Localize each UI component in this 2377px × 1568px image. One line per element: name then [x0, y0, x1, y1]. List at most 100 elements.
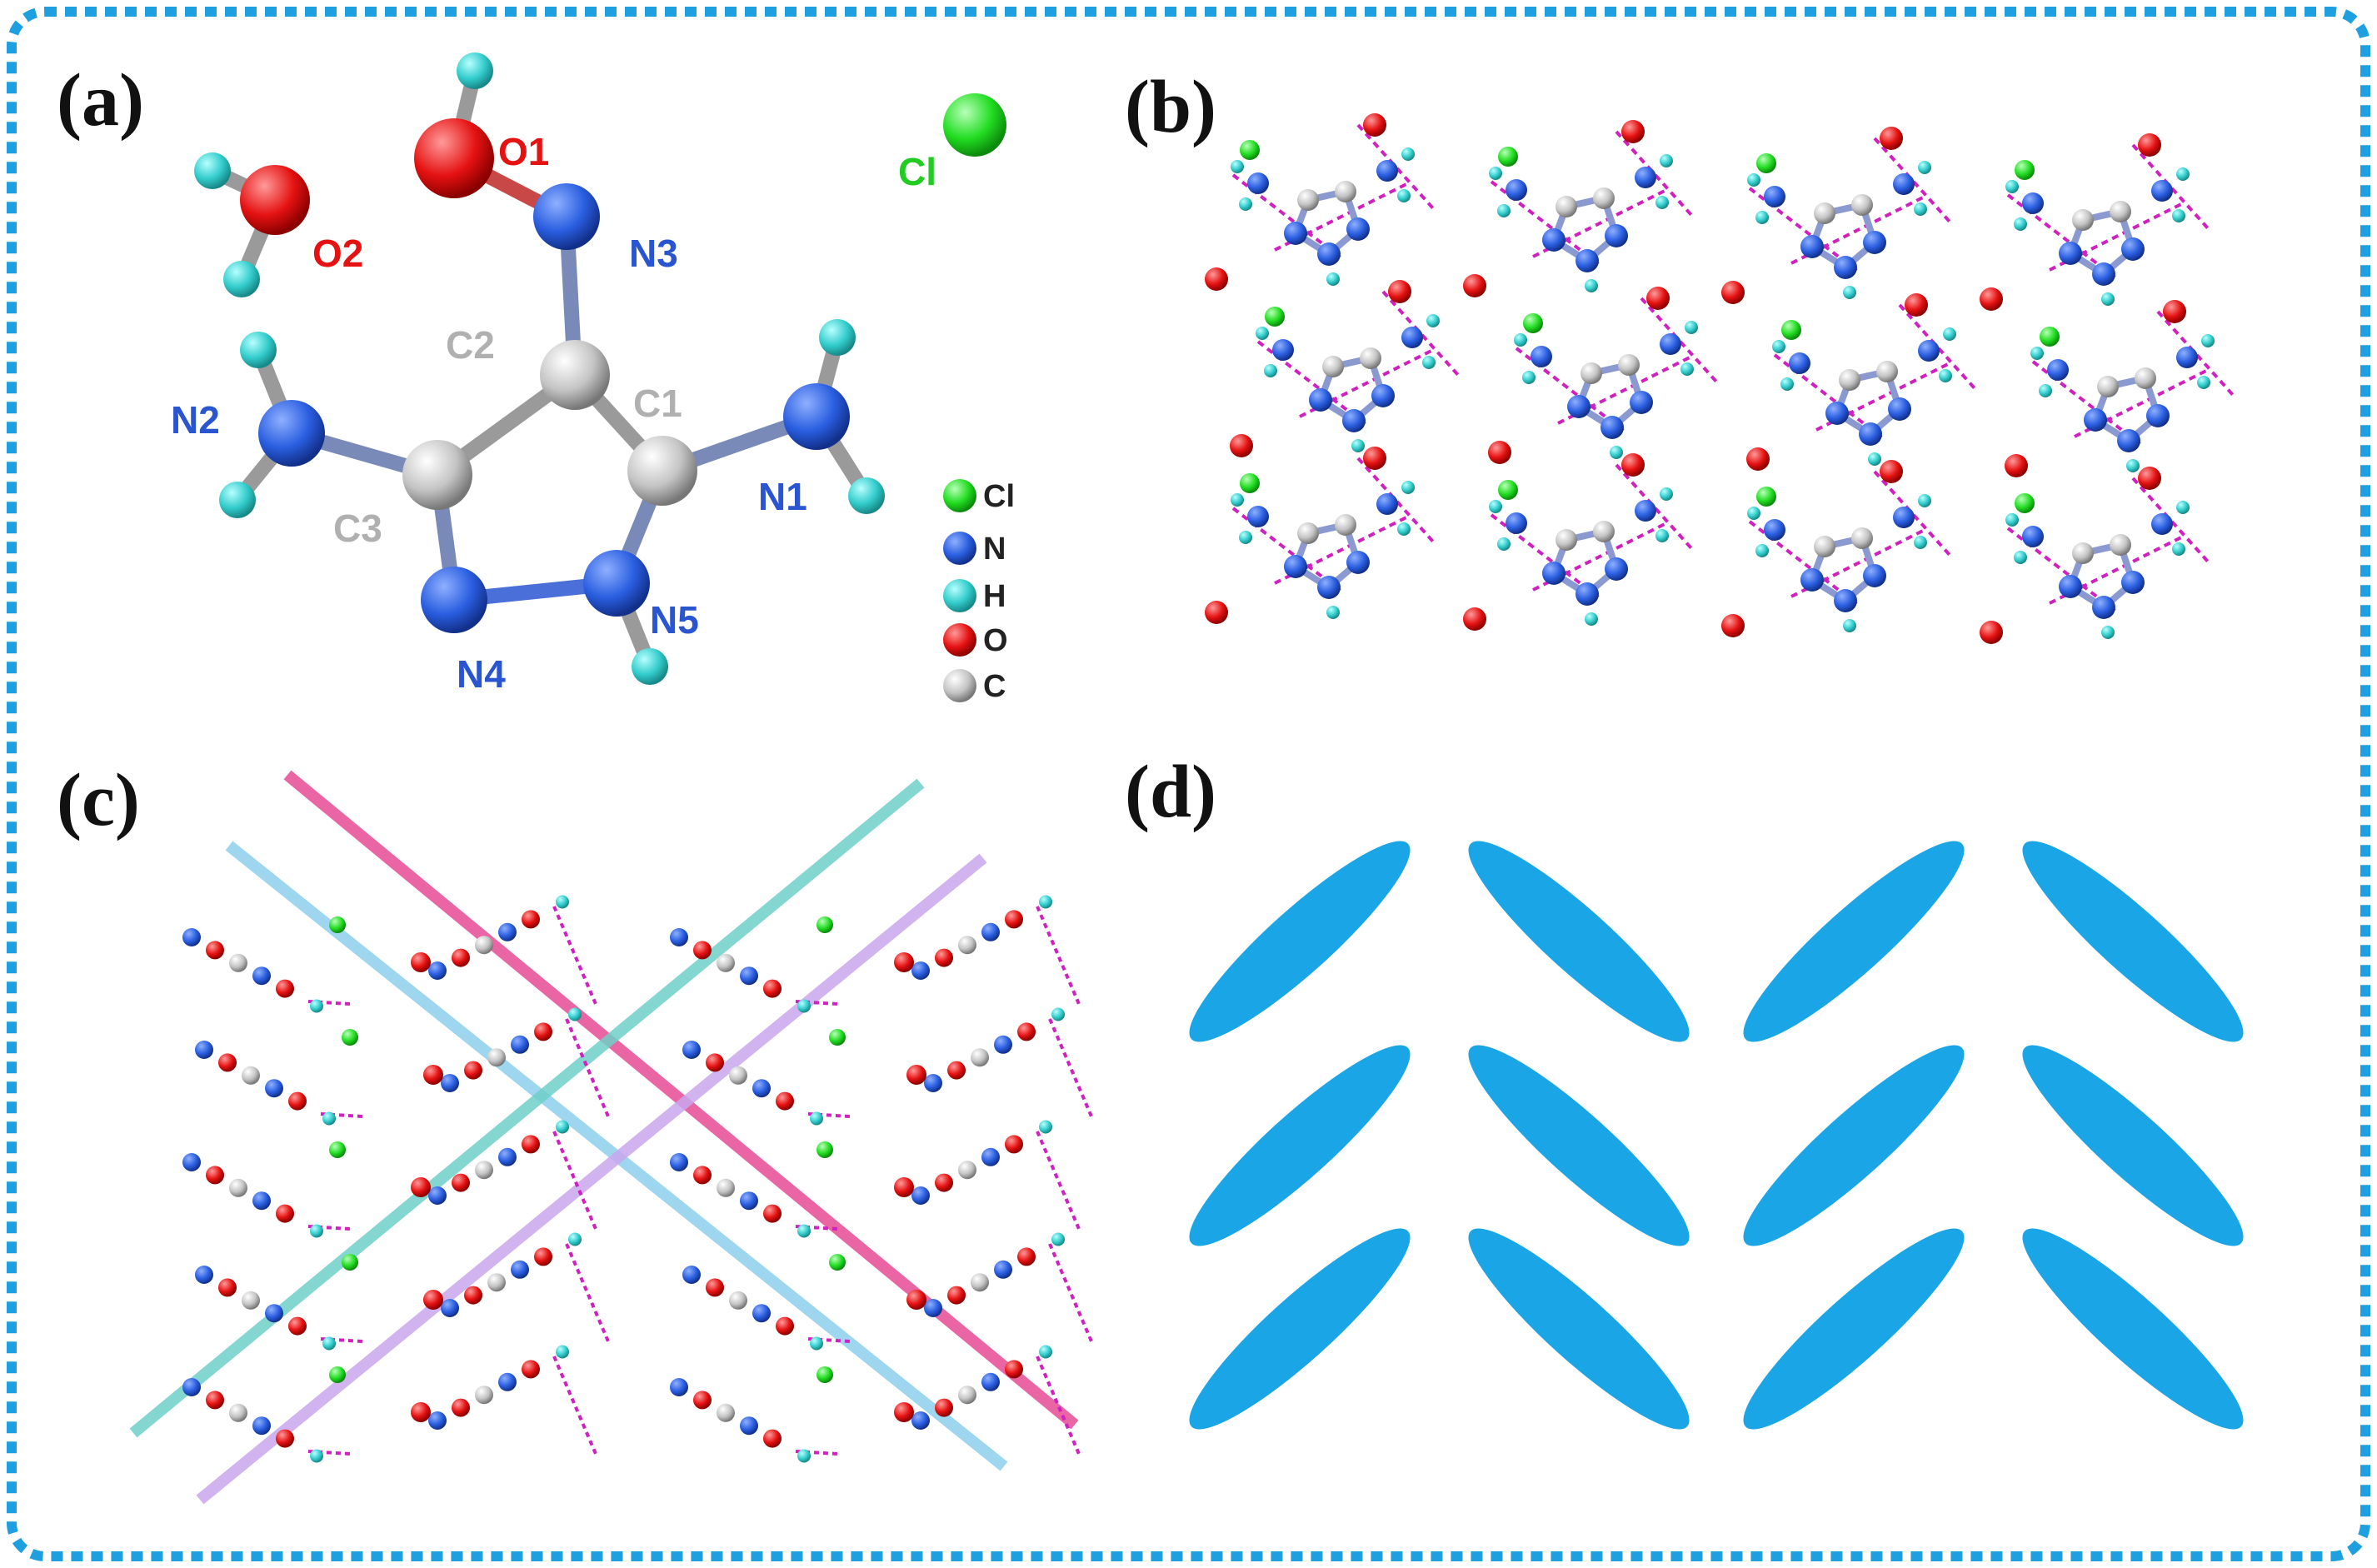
atom [958, 1161, 976, 1180]
atom [981, 1147, 1000, 1166]
atom-h [2014, 217, 2027, 231]
atom-h [797, 1449, 811, 1463]
label-n5: N5 [650, 598, 699, 642]
atom-o1 [414, 118, 494, 198]
atom-n [1531, 346, 1552, 367]
hbond-line [307, 1225, 351, 1231]
atom-h [797, 999, 811, 1013]
atom [229, 953, 247, 972]
legend-label-h: H [983, 579, 1006, 614]
atom-n [1542, 228, 1566, 252]
atom-h [1051, 1007, 1065, 1021]
label-n4: N4 [457, 652, 506, 696]
atom-h [1660, 154, 1673, 167]
atom [206, 941, 224, 960]
atom [670, 928, 688, 946]
atom [911, 1411, 930, 1430]
atom-c1 [627, 436, 697, 506]
atom [498, 1147, 517, 1166]
atom [475, 1161, 493, 1180]
hbond-line [807, 1337, 851, 1343]
atom [252, 1416, 271, 1436]
atom-h [2172, 542, 2185, 556]
atom-h [1397, 522, 1411, 536]
legend-swatch-n [943, 532, 976, 565]
atom-c [1335, 514, 1356, 536]
atom-c [1593, 521, 1615, 542]
hbond-line [320, 1112, 363, 1118]
atom-h [2197, 376, 2210, 389]
atom-h [1755, 211, 1769, 224]
atom [958, 936, 976, 955]
atom-cl [1265, 307, 1285, 327]
atom [452, 1398, 470, 1417]
panel-b-hbond-network [1205, 113, 2235, 644]
atom [276, 1429, 294, 1448]
hbond-line [552, 1356, 597, 1455]
atom-c [1297, 522, 1319, 544]
atom-c [1335, 181, 1356, 202]
atom-cl [342, 1254, 358, 1271]
atom-h [2005, 180, 2019, 193]
hbond-line [1873, 470, 1951, 557]
atom-c [1876, 361, 1898, 382]
guide-line-lavender [196, 853, 987, 1505]
atom [229, 1178, 247, 1197]
atom-cl [2040, 327, 2060, 347]
atom-n [1888, 397, 1911, 421]
atom-h [2176, 167, 2190, 181]
atom-n [1376, 493, 1398, 515]
atom-h [1585, 279, 1598, 292]
atom-h [2039, 384, 2052, 397]
motif-ellipse [1743, 1045, 1965, 1246]
atom [522, 1360, 540, 1379]
atom [288, 1091, 307, 1111]
atom-h [1610, 446, 1623, 459]
atom [1017, 1247, 1036, 1266]
atom-cl [2015, 493, 2035, 513]
atom [195, 1266, 213, 1284]
atom-h [1747, 173, 1760, 187]
hbond-line [1356, 123, 1435, 210]
motif-ellipse [1468, 1045, 1690, 1246]
hbond-line [1356, 457, 1435, 543]
atom-cl [329, 1141, 346, 1158]
atom-h [1780, 377, 1794, 391]
atom-c [1556, 529, 1577, 551]
atom-n [2151, 180, 2173, 202]
atom [498, 1372, 517, 1391]
atom-h [1655, 196, 1669, 209]
atom-n [1800, 235, 1824, 258]
atom-h [848, 477, 885, 514]
atom-n [1506, 512, 1527, 534]
atom [1005, 1135, 1023, 1154]
hbond-line [807, 1112, 851, 1118]
atom-o [906, 1290, 926, 1310]
atom [670, 1153, 688, 1171]
atom [522, 910, 540, 929]
atom-h [2101, 292, 2115, 306]
atom-o [1463, 274, 1486, 297]
hbond-line [1898, 303, 1976, 390]
atom [911, 1186, 930, 1205]
atom-h [1239, 197, 1252, 211]
atom [441, 1299, 459, 1317]
atom-h [1326, 606, 1340, 619]
atom [428, 1186, 447, 1205]
hbond-line [2131, 143, 2210, 230]
atom [1005, 1360, 1023, 1379]
atom-h [1685, 321, 1698, 334]
atom-h [310, 1449, 323, 1463]
atom [971, 1048, 989, 1067]
atom [935, 1398, 953, 1417]
atom-c [1581, 362, 1602, 384]
panel-c-stacking-view [129, 770, 1093, 1505]
atom-o [2138, 467, 2161, 490]
atom-h [2201, 334, 2215, 347]
atom-n [1764, 186, 1785, 207]
atom-h [1497, 204, 1511, 217]
atom-h [556, 895, 569, 909]
atom-h [1039, 1345, 1052, 1359]
label-o2: O2 [312, 232, 363, 275]
